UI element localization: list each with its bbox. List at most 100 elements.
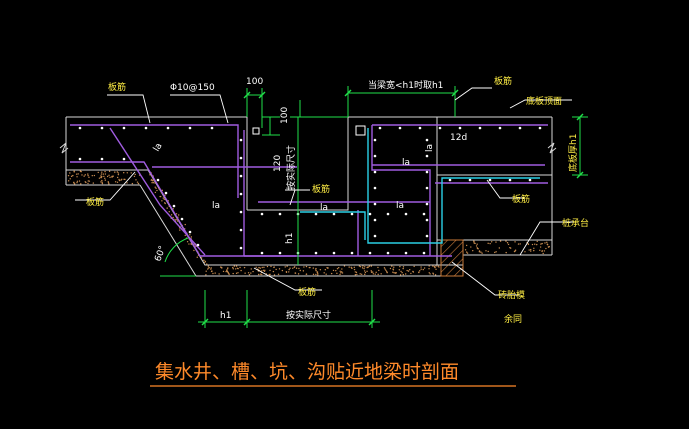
fill-dot: [88, 180, 91, 182]
fill-dot: [106, 175, 109, 178]
rebar-section-dot: [438, 126, 442, 130]
fill-dot: [370, 265, 372, 267]
fill-dot: [361, 273, 363, 275]
rebar-purple: [70, 124, 548, 257]
fill-dot: [429, 273, 431, 275]
fill-dot: [97, 171, 99, 174]
fill-dot: [98, 177, 101, 179]
rebar-section-dot: [260, 251, 264, 255]
rebar-section-dot: [260, 212, 264, 216]
fill-dot: [76, 180, 79, 183]
drawing-title: 集水井、槽、坑、沟贴近地梁时剖面: [155, 361, 459, 383]
fill-dot: [150, 179, 152, 181]
fill-dot: [536, 243, 538, 246]
fill-dot: [285, 271, 288, 274]
rebar-section-dot: [398, 126, 402, 130]
fill-dot: [207, 265, 210, 267]
fill-dot: [72, 174, 74, 177]
fill-dot: [391, 265, 393, 267]
fill-dot: [505, 251, 507, 254]
fill-dot: [123, 178, 125, 181]
fill-dot: [196, 256, 198, 258]
fill-dot: [548, 246, 550, 248]
fill-dot: [495, 251, 497, 253]
fill-dot: [208, 266, 210, 269]
fill-dot: [247, 272, 250, 274]
fill-dot: [524, 251, 526, 253]
fill-dot: [517, 243, 520, 245]
fill-dot: [531, 243, 534, 246]
fill-dot: [402, 267, 404, 270]
rebar-section-dot: [239, 156, 243, 160]
fill-dot: [541, 250, 543, 252]
fill-dot: [432, 273, 435, 275]
rebar-section-dot: [180, 217, 184, 221]
rebar-section-dot: [422, 251, 426, 255]
fill-dot: [545, 247, 547, 250]
fill-dot: [269, 269, 271, 272]
fill-dot: [154, 182, 156, 184]
label-rebar-right: 板筋: [512, 193, 530, 205]
fill-dot: [210, 267, 212, 269]
fill-dot: [261, 273, 263, 276]
fill-dot: [412, 270, 414, 273]
rebar-section-dot: [239, 210, 243, 214]
fill-dot: [317, 274, 319, 276]
fill-dot: [244, 272, 246, 274]
rebar-section-dot: [373, 202, 377, 206]
fill-dot: [419, 270, 421, 272]
fill-dots: [67, 170, 550, 276]
rebar-section-dot: [538, 126, 542, 130]
fill-dot: [232, 272, 234, 275]
rebar-section-dot: [425, 138, 429, 142]
fill-dot: [250, 272, 252, 274]
fill-dot: [108, 174, 110, 176]
leader-lines: [75, 87, 574, 296]
fill-dot: [406, 269, 408, 272]
fill-dot: [204, 261, 206, 264]
fill-dot: [281, 269, 284, 272]
rebar-dots: [78, 126, 542, 255]
fill-dot: [262, 269, 265, 272]
rebar-section-dot: [332, 212, 336, 216]
fill-dot: [67, 180, 70, 182]
fill-dot: [519, 243, 521, 245]
fill-dot: [336, 267, 339, 270]
fill-dot: [298, 267, 300, 270]
fill-dot: [166, 207, 168, 209]
fill-dot: [541, 242, 543, 245]
fill-dot: [109, 176, 111, 179]
fill-dot: [130, 172, 132, 174]
rebar-section-dot: [488, 178, 492, 182]
fill-dot: [69, 172, 71, 174]
fill-dot: [221, 267, 223, 269]
fill-dot: [233, 265, 236, 267]
fill-dot: [528, 249, 530, 251]
fill-dot: [543, 250, 546, 252]
label-rebar-spec: Φ10@150: [170, 83, 215, 93]
rebar-top-left-bar: [70, 124, 239, 198]
fill-dot: [434, 274, 437, 276]
fill-dot: [263, 270, 266, 273]
fill-dot: [189, 234, 191, 236]
fill-dot: [386, 271, 388, 273]
fill-dot: [160, 195, 162, 198]
rebar-cyan: [300, 128, 540, 244]
fill-dot: [371, 271, 374, 273]
fill-dot: [73, 181, 75, 184]
fill-dot: [203, 259, 205, 261]
fill-dot: [341, 272, 344, 274]
fill-dot: [154, 186, 156, 188]
fill-dot: [76, 181, 78, 184]
rebar-section-dot: [239, 174, 243, 178]
rebar-section-dot: [386, 251, 390, 255]
label-install-size-v: 按实际尺寸: [285, 145, 297, 190]
fill-dot: [117, 173, 120, 176]
fill-dot: [175, 218, 177, 221]
fill-dot: [116, 171, 119, 173]
fill-dot: [392, 269, 395, 271]
fill-dot: [337, 266, 340, 269]
fill-dot: [161, 189, 163, 192]
fill-dot: [384, 268, 386, 270]
fill-dot: [303, 266, 305, 268]
